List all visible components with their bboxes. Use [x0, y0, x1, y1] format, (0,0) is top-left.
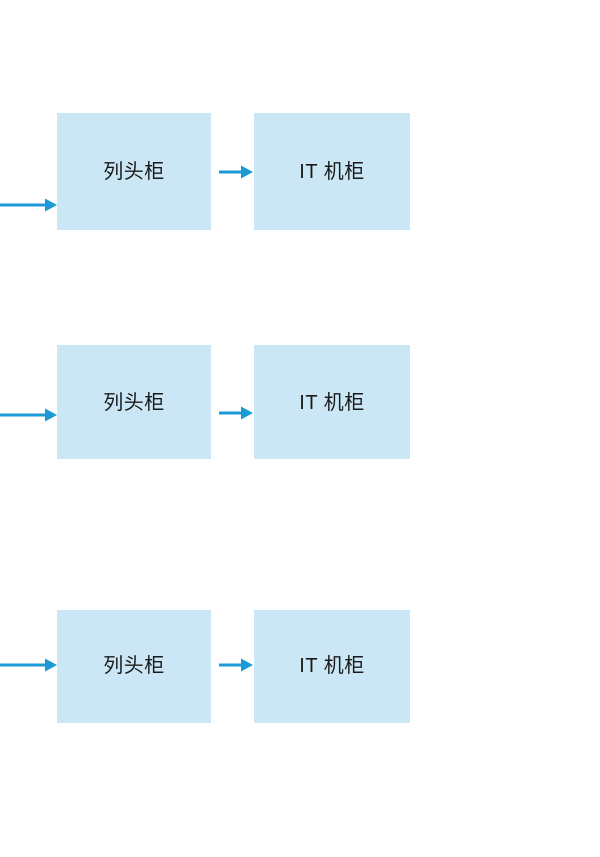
process-node[interactable] — [254, 113, 410, 230]
arrow-shaft — [219, 663, 242, 667]
node-label: IT 机柜 — [299, 161, 365, 183]
process-node[interactable] — [57, 113, 211, 230]
connector-arrow — [219, 657, 253, 673]
node-label: IT 机柜 — [299, 655, 365, 677]
node-label: IT 机柜 — [299, 392, 365, 414]
arrow-shaft — [0, 663, 46, 667]
arrow-head — [45, 408, 57, 422]
node-label: 列头柜 — [103, 161, 165, 183]
connector-arrow — [219, 164, 253, 180]
arrow-shaft — [0, 413, 46, 417]
node-label: 列头柜 — [103, 392, 165, 414]
arrow-shaft — [0, 203, 46, 207]
process-node[interactable] — [57, 345, 211, 459]
inbound-arrow — [0, 197, 57, 213]
process-node[interactable] — [254, 345, 410, 459]
arrow-head — [241, 165, 253, 179]
arrow-shaft — [219, 411, 242, 415]
inbound-arrow — [0, 657, 57, 673]
arrow-head — [45, 198, 57, 212]
process-node[interactable] — [254, 610, 410, 723]
connector-arrow — [219, 405, 253, 421]
arrow-head — [241, 406, 253, 420]
arrow-head — [241, 658, 253, 672]
process-node[interactable] — [57, 610, 211, 723]
arrow-head — [45, 658, 57, 672]
inbound-arrow — [0, 407, 57, 423]
node-label: 列头柜 — [103, 655, 165, 677]
arrow-shaft — [219, 170, 242, 174]
